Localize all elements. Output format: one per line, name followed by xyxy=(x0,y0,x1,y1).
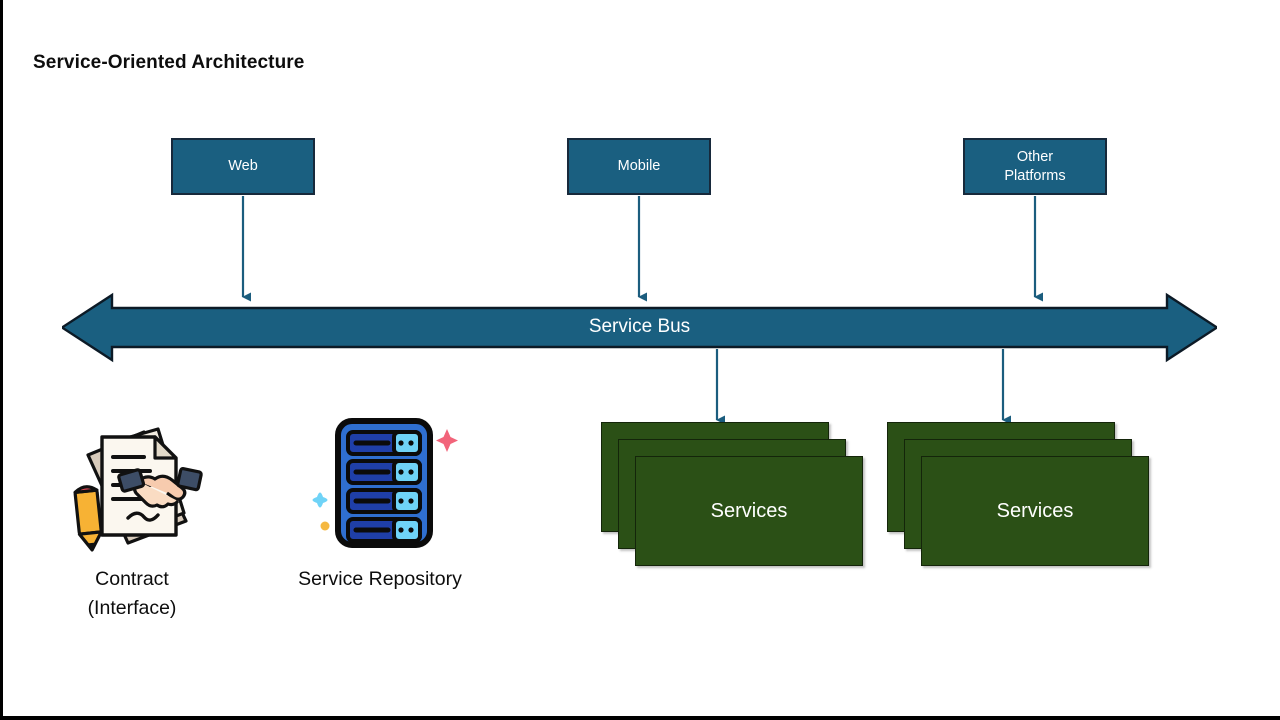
client-box-other-platforms-label: Other Platforms xyxy=(1004,149,1066,184)
server-rack-icon xyxy=(300,413,465,553)
sparkle-pink-icon xyxy=(436,429,458,452)
services-card-front[interactable]: Services xyxy=(635,456,863,566)
contract-handshake-icon xyxy=(66,415,211,555)
slide-bottom-edge xyxy=(0,716,1280,720)
services-stack-right[interactable]: Services xyxy=(887,422,1149,566)
dot-orange-icon xyxy=(320,521,330,531)
client-box-web-label: Web xyxy=(228,158,258,175)
services-label-right: Services xyxy=(996,499,1074,522)
server-rack-icon-art xyxy=(312,418,458,548)
service-repository-caption: Service Repository xyxy=(298,568,462,590)
contract-handshake-icon-art xyxy=(73,427,203,552)
client-box-mobile[interactable]: Mobile xyxy=(567,138,711,195)
services-card-front[interactable]: Services xyxy=(921,456,1149,566)
service-bus-shape xyxy=(59,292,1220,363)
service-bus[interactable] xyxy=(59,290,1220,365)
client-box-mobile-label: Mobile xyxy=(617,158,661,175)
sparkle-blue-icon xyxy=(312,492,328,508)
services-stack-left[interactable]: Services xyxy=(601,422,863,566)
slide-left-edge xyxy=(0,0,3,720)
page-title: Service-Oriented Architecture xyxy=(33,52,305,73)
client-box-other-platforms[interactable]: Other Platforms xyxy=(963,138,1107,195)
client-box-web[interactable]: Web xyxy=(171,138,315,195)
contract-caption: Contract (Interface) xyxy=(87,568,177,619)
services-label-left: Services xyxy=(710,499,788,522)
